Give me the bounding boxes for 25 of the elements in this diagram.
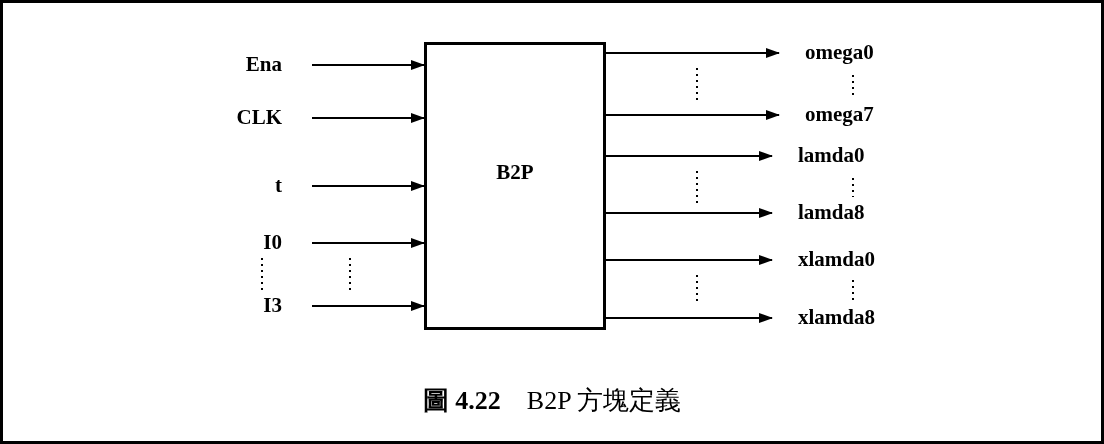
signal-label: Ena (245, 54, 282, 75)
figure-caption: 圖 4.22 B2P 方塊定義 (421, 388, 683, 414)
block-name: B2P (496, 159, 534, 187)
signal-arrow (605, 208, 773, 218)
signal-label: omega0 (805, 42, 874, 63)
signal-label: xlamda8 (798, 307, 875, 328)
signal-label: t (275, 175, 282, 196)
signal-arrow (605, 255, 773, 265)
signal-label: I0 (263, 232, 282, 253)
signal-label: xlamda0 (798, 249, 875, 270)
signal-arrow (605, 313, 773, 323)
signal-label: I3 (263, 295, 282, 316)
signal-arrow (605, 151, 773, 161)
signal-arrow (311, 181, 425, 191)
signal-label: CLK (236, 107, 282, 128)
signal-label: lamda0 (798, 145, 865, 166)
block-box (424, 42, 606, 330)
signal-label: lamda8 (798, 202, 865, 223)
signal-arrow (311, 113, 425, 123)
signal-label: omega7 (805, 104, 874, 125)
signal-arrow (311, 301, 425, 311)
signal-arrow (605, 48, 780, 58)
signal-arrow (311, 238, 425, 248)
signal-arrow (311, 60, 425, 70)
signal-arrow (605, 110, 780, 120)
